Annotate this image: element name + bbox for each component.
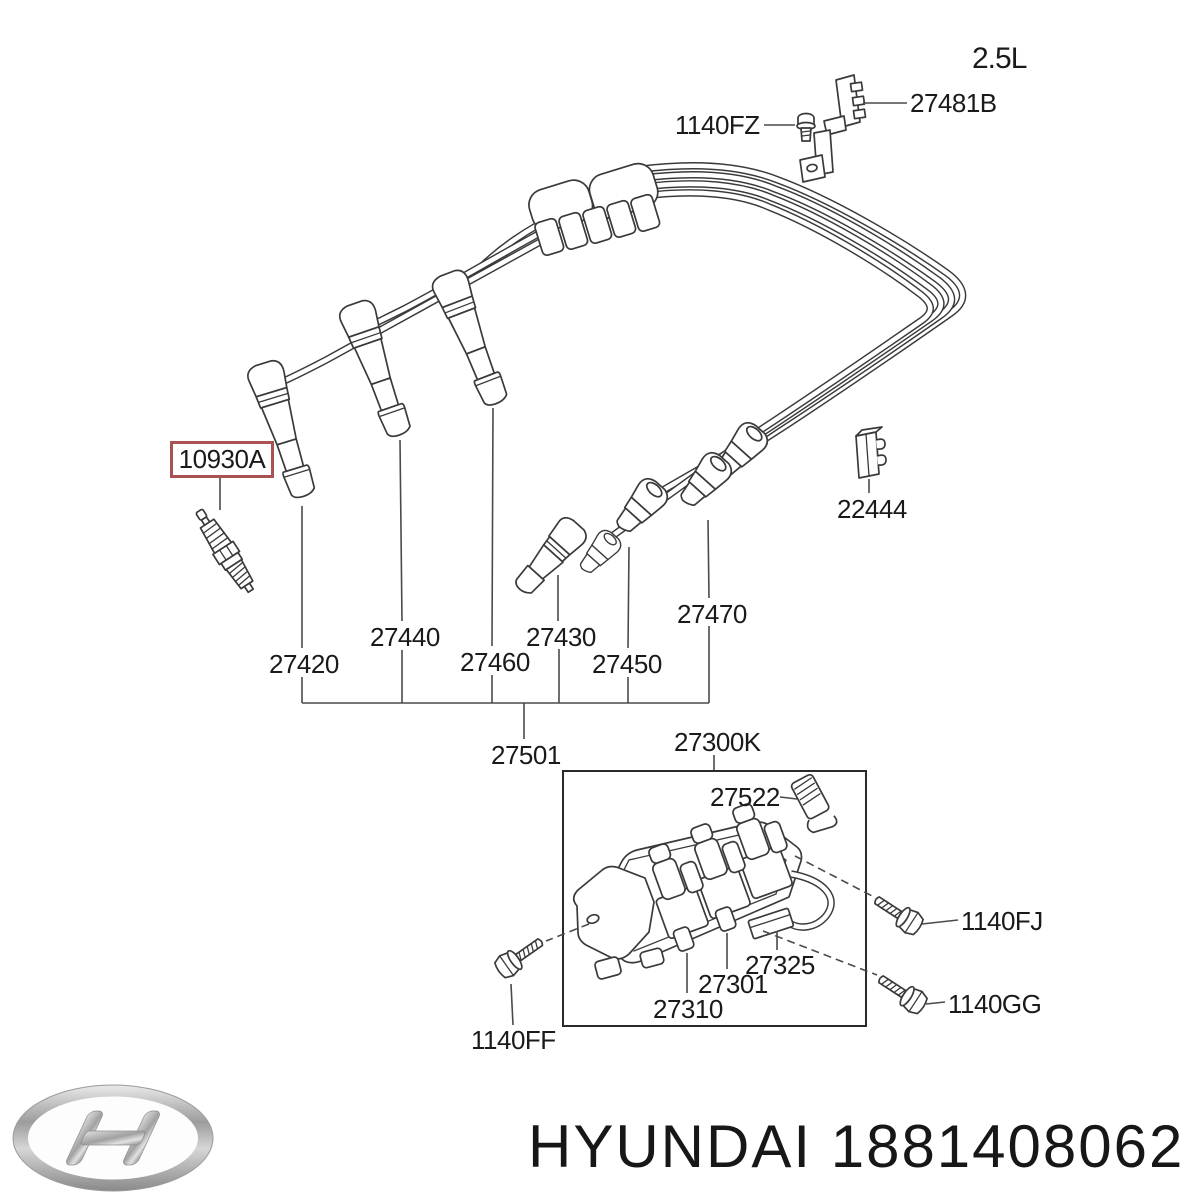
front-bank-boot-drawings — [244, 266, 515, 503]
part-label-27300k: 27300K — [674, 727, 761, 757]
part-label-1140fz: 1140FZ — [675, 110, 760, 140]
part-label-27450: 27450 — [592, 649, 662, 679]
part-label-27470: 27470 — [677, 599, 747, 629]
ignition-coil-assembly-drawing — [572, 803, 831, 980]
part-label-27501: 27501 — [491, 740, 561, 770]
part-label-27325: 27325 — [745, 950, 815, 980]
brand-name: HYUNDAI — [528, 1113, 813, 1180]
part-label-27310: 27310 — [653, 994, 723, 1024]
part-label-10930a: 10930A — [178, 444, 266, 475]
bolt-drawing-1140fj — [868, 888, 927, 939]
callout-lines — [219, 102, 959, 1026]
part-number: 1881408062 — [830, 1113, 1185, 1180]
highlighted-part-box: 10930A — [170, 441, 274, 478]
bolt-drawing-1140gg — [872, 967, 931, 1018]
bolt-drawing-1140fz — [796, 112, 816, 142]
part-label-27460: 27460 — [460, 647, 530, 677]
part-label-1140fj: 1140FJ — [961, 906, 1043, 936]
spark-plug-drawing — [195, 508, 255, 594]
part-label-1140gg: 1140GG — [948, 989, 1042, 1019]
bolt-drawing-1140ff — [491, 930, 550, 982]
part-label-27481b: 27481B — [910, 88, 997, 118]
hyundai-logo — [12, 1084, 214, 1192]
engine-size-label: 2.5L — [972, 42, 1027, 75]
coil-tower-27301 — [714, 906, 737, 932]
part-label-27430: 27430 — [526, 622, 596, 652]
coil-assembly-box — [562, 770, 867, 1027]
wire-clip-drawing — [855, 426, 887, 479]
part-label-27420: 27420 — [269, 649, 339, 679]
coil-end-connector-cluster-drawing — [528, 162, 661, 257]
part-label-27522: 27522 — [710, 782, 780, 812]
coil-clip-drawing — [790, 773, 838, 834]
part-label-22444: 22444 — [837, 494, 907, 524]
part-label-27440: 27440 — [370, 622, 440, 652]
rear-bank-boot-drawings — [506, 417, 773, 602]
coil-tower-27310 — [672, 926, 695, 952]
part-label-1140ff: 1140FF — [471, 1025, 556, 1055]
part-label-27301: 27301 — [698, 969, 768, 999]
brand-part-number: HYUNDAI 1881408062 — [528, 1112, 1184, 1181]
bolt-alignment-lines — [545, 855, 878, 976]
mounting-bracket-drawing — [799, 74, 867, 183]
connector-27325 — [747, 907, 795, 940]
